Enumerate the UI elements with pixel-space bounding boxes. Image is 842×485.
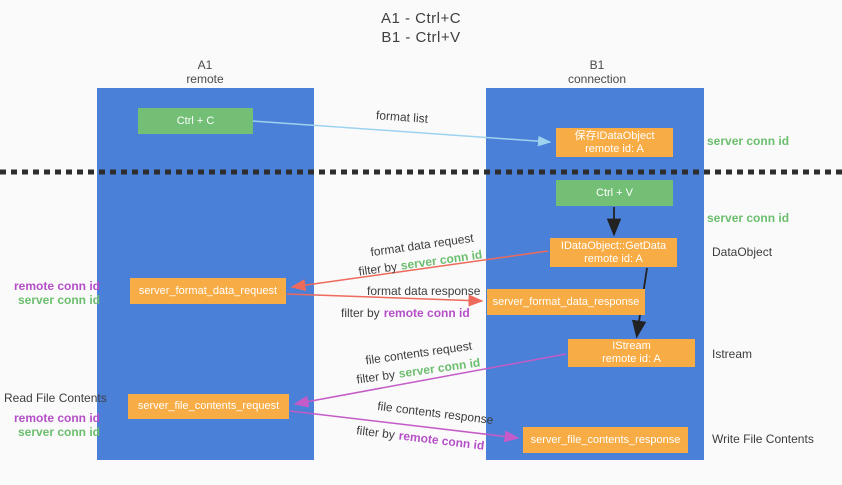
node-server-file-contents-response: server_file_contents_response bbox=[523, 427, 688, 453]
node-server-format-data-request-label: server_format_data_request bbox=[138, 284, 278, 297]
format-server-conn-id-label: server conn id bbox=[17, 293, 100, 307]
format-list-arrow-label: format list bbox=[375, 108, 429, 126]
node-idataobject-getdata-line1: IDataObject::GetData bbox=[560, 239, 667, 252]
istream-label: Istream bbox=[712, 347, 753, 361]
node-server-file-contents-request-label: server_file_contents_request bbox=[137, 400, 280, 412]
node-ctrl-v: Ctrl + V bbox=[556, 180, 673, 206]
title-line-1: A1 - Ctrl+C bbox=[380, 10, 462, 27]
lifeline-b1-role: connection bbox=[567, 72, 627, 86]
diagram-title: A1 - Ctrl+C B1 - Ctrl+V bbox=[0, 9, 842, 47]
lifeline-a1-role: remote bbox=[186, 72, 224, 86]
file-contents-response-filter-id: remote conn id bbox=[397, 428, 486, 453]
node-server-file-contents-request: server_file_contents_request bbox=[128, 394, 289, 419]
node-istream-line2: remote id: A bbox=[602, 353, 661, 365]
title-line-2: B1 - Ctrl+V bbox=[381, 29, 461, 46]
node-ctrl-v-label: Ctrl + V bbox=[596, 186, 633, 199]
node-istream-line1: IStream bbox=[612, 340, 651, 352]
file-server-conn-id-label: server conn id bbox=[17, 425, 100, 439]
node-ctrl-c-label: Ctrl + C bbox=[176, 114, 215, 127]
node-save-idataobject-line2: remote id: A bbox=[585, 142, 644, 155]
format-remote-conn-id-label: remote conn id bbox=[13, 279, 100, 293]
node-server-file-contents-response-label: server_file_contents_response bbox=[530, 433, 681, 446]
file-contents-response-label: file contents response bbox=[376, 398, 495, 428]
format-data-response-label: format data response bbox=[367, 284, 481, 298]
node-server-format-data-response: server_format_data_response bbox=[487, 289, 645, 315]
format-data-response-filter-id: remote conn id bbox=[383, 306, 470, 320]
lifeline-header-b1: B1 connection bbox=[537, 58, 657, 86]
lifeline-a1-name: A1 bbox=[197, 58, 213, 72]
file-contents-response-filter-prefix: filter by bbox=[355, 423, 396, 442]
node-server-format-data-request: server_format_data_request bbox=[130, 278, 286, 304]
format-data-request-filter-prefix: filter by bbox=[357, 259, 398, 279]
node-save-idataobject-line1: 保存IDataObject bbox=[574, 129, 655, 142]
node-save-idataobject: 保存IDataObject remote id: A bbox=[556, 128, 673, 157]
node-istream: IStream remote id: A bbox=[568, 339, 695, 367]
lifeline-header-a1: A1 remote bbox=[145, 58, 265, 86]
dataobject-label: DataObject bbox=[712, 245, 773, 259]
file-contents-request-filter-prefix: filter by bbox=[355, 367, 396, 387]
node-idataobject-getdata-line2: remote id: A bbox=[584, 252, 643, 265]
node-idataobject-getdata: IDataObject::GetData remote id: A bbox=[550, 238, 677, 267]
read-file-contents-label: Read File Contents bbox=[4, 391, 107, 405]
write-file-contents-label: Write File Contents bbox=[712, 432, 814, 446]
server-conn-id-mid-label: server conn id bbox=[707, 211, 790, 225]
node-server-format-data-response-label: server_format_data_response bbox=[492, 295, 640, 308]
format-data-response-filter-prefix: filter by bbox=[341, 306, 380, 320]
server-conn-id-top-label: server conn id bbox=[707, 134, 790, 148]
lifeline-b1-name: B1 bbox=[589, 58, 605, 72]
node-ctrl-c: Ctrl + C bbox=[138, 108, 253, 134]
file-remote-conn-id-label: remote conn id bbox=[13, 411, 100, 425]
